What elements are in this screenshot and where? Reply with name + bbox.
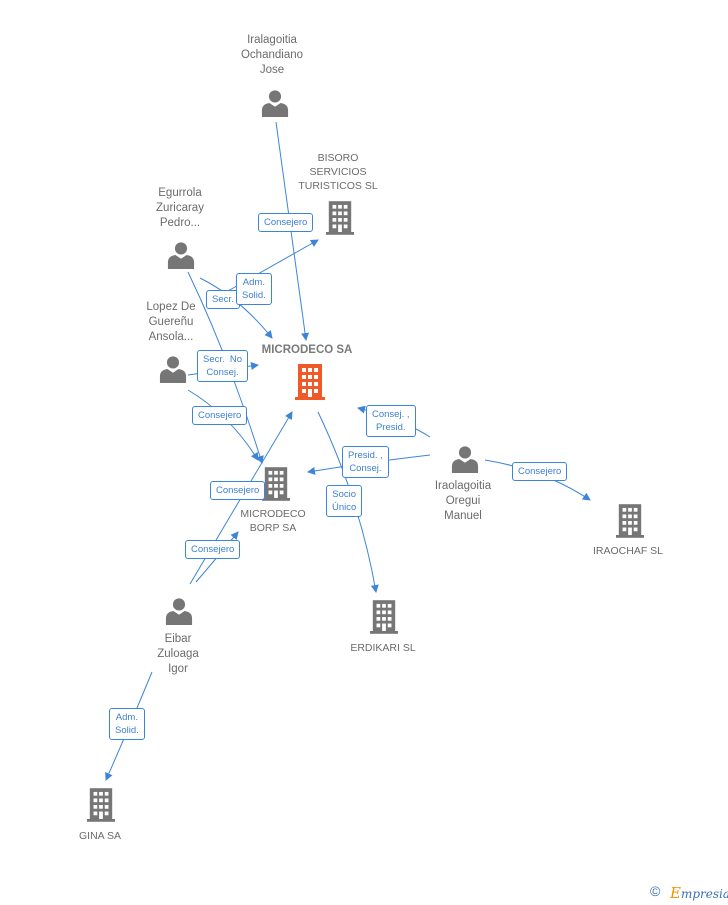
company-iraochaf-label[interactable]: IRAOCHAF SL: [592, 545, 664, 557]
edge-label-consejero: Consejero: [512, 462, 568, 481]
edge-label-secr: Secr.: [206, 290, 240, 309]
company-erdikari-label[interactable]: ERDIKARI SL: [350, 642, 416, 654]
building-icon: [262, 467, 290, 501]
edge-label-consejero: Consejero: [185, 540, 241, 559]
person-icon: [167, 242, 195, 269]
building-icon: [87, 788, 115, 822]
company-microdeco-sa-label[interactable]: MICRODECO SA: [261, 344, 353, 356]
building-icon-main: [295, 364, 325, 400]
edge-label-consejero: Consejero: [192, 406, 248, 425]
person-icon: [159, 356, 187, 383]
edge-lopez-borp: [187, 389, 259, 461]
edge-label-adm-solid: Adm.Solid.: [236, 273, 272, 305]
edge-label-consejero: Consejero: [210, 481, 266, 500]
building-icon: [370, 600, 398, 634]
edge-label-consej-presid: Consej. ,Presid.: [366, 405, 416, 437]
brand-initial: E: [670, 884, 681, 902]
building-icon: [326, 201, 354, 235]
edge-label-adm-solid: Adm.Solid.: [109, 708, 145, 740]
edge-label-presid-consej: Presid. ,Consej.: [342, 446, 389, 478]
company-icons: [87, 201, 644, 822]
edge-label-consejero: Consejero: [258, 213, 314, 232]
brand-name: mpresia: [680, 887, 728, 901]
building-icon: [616, 504, 644, 538]
copyright-icon: ©: [650, 883, 661, 899]
brand-logo[interactable]: Empresia: [670, 884, 728, 902]
person-icon: [165, 598, 193, 625]
person-icon: [451, 446, 479, 473]
person-icon: [261, 90, 289, 117]
company-gina-label[interactable]: GINA SA: [78, 830, 122, 842]
